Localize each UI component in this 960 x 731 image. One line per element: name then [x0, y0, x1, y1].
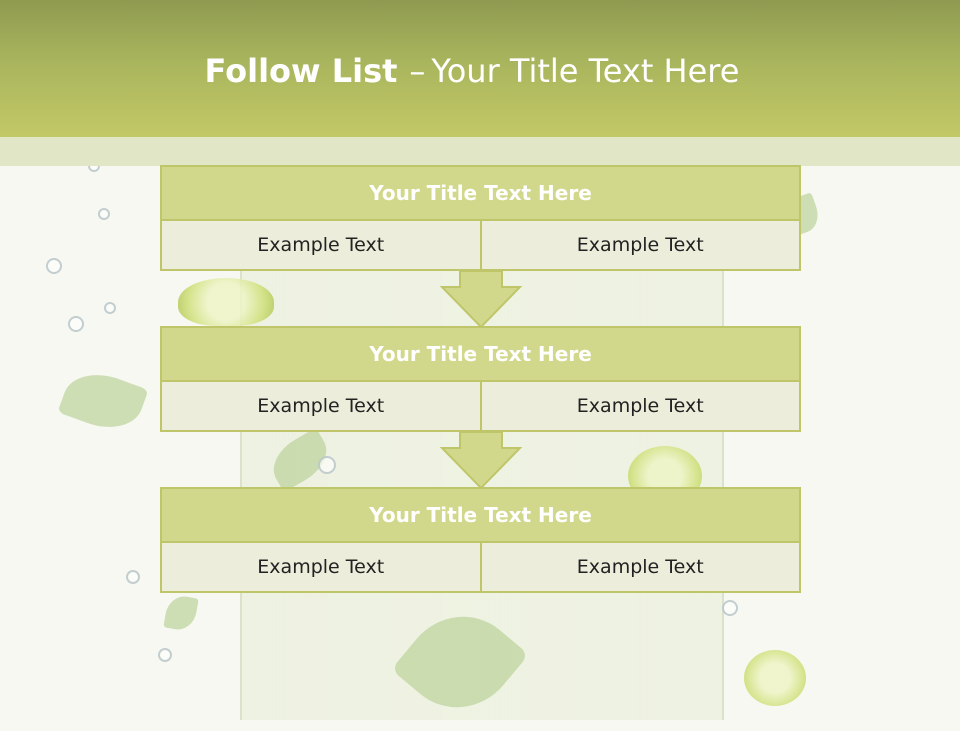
background-water-drop	[722, 600, 738, 616]
flow-step-right-text: Example Text	[481, 382, 801, 432]
background-water-drop	[46, 258, 62, 274]
flow-step-title: Your Title Text Here	[160, 487, 801, 543]
slide-title-bold: Follow List	[204, 52, 398, 90]
background-lime-slice	[744, 650, 806, 706]
down-arrow-icon	[440, 432, 522, 490]
flow-step-row: Example Text Example Text	[160, 382, 801, 432]
flow-step-right-text: Example Text	[481, 543, 801, 593]
slide-title: Follow List–Your Title Text Here	[0, 52, 944, 90]
flow-step-left-text: Example Text	[160, 221, 482, 271]
slide-title-separator: –	[409, 52, 426, 90]
flow-step-row: Example Text Example Text	[160, 221, 801, 271]
slide-header-strip	[0, 137, 960, 166]
slide-title-rest: Your Title Text Here	[431, 52, 740, 90]
flow-step-row: Example Text Example Text	[160, 543, 801, 593]
flow-step-2: Your Title Text Here Example Text Exampl…	[160, 326, 801, 432]
flow-step-1: Your Title Text Here Example Text Exampl…	[160, 165, 801, 271]
background-water-drop	[158, 648, 172, 662]
flow-step-left-text: Example Text	[160, 382, 482, 432]
down-arrow-icon	[440, 271, 522, 329]
flow-step-3: Your Title Text Here Example Text Exampl…	[160, 487, 801, 593]
background-water-drop	[68, 316, 84, 332]
background-lime-slice	[178, 278, 274, 326]
background-water-drop	[104, 302, 116, 314]
background-water-drop	[318, 456, 336, 474]
flow-step-title: Your Title Text Here	[160, 326, 801, 382]
background-leaf	[163, 593, 199, 633]
flow-step-left-text: Example Text	[160, 543, 482, 593]
background-leaf	[57, 363, 149, 439]
background-water-drop	[126, 570, 140, 584]
slide-header-band	[0, 0, 960, 137]
flow-step-title: Your Title Text Here	[160, 165, 801, 221]
background-water-drop	[98, 208, 110, 220]
flow-step-right-text: Example Text	[481, 221, 801, 271]
